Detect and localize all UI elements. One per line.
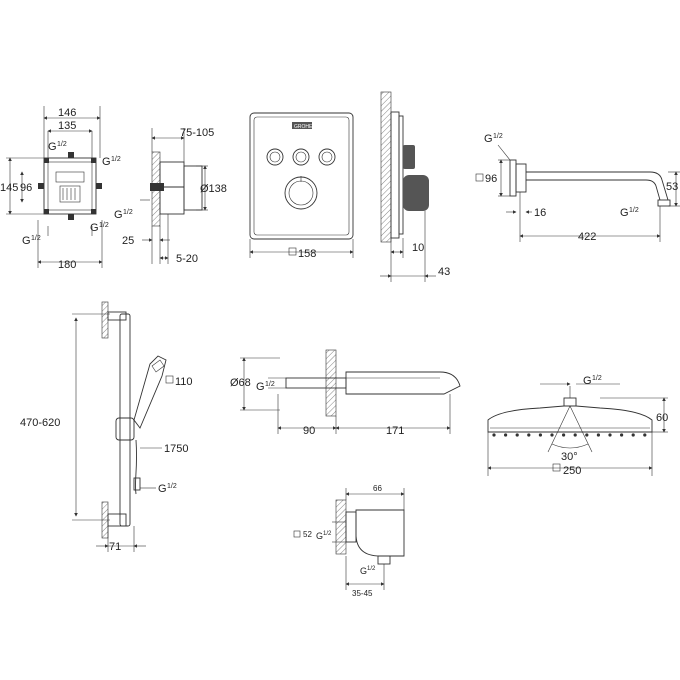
nozzle-dot <box>620 433 624 437</box>
bath-spout-view <box>240 349 461 434</box>
trim-side-dim-10: 10 <box>412 242 424 254</box>
valve-side-dim-depth: 75-105 <box>180 127 214 139</box>
nozzle-dot <box>573 433 577 437</box>
shower-rail-fraction: 1/2 <box>167 483 177 490</box>
nozzle-dot <box>643 433 647 437</box>
wall-outlet-thread-bottom: G <box>360 566 367 576</box>
nozzle-dot <box>596 433 601 437</box>
head-shower-dim-60: 60 <box>656 412 668 424</box>
nozzle-dot <box>538 433 543 437</box>
shower-arm-dim-53: 53 <box>666 181 678 193</box>
valve-side-thread: G <box>114 209 123 221</box>
shower-rail-dim-hose: 1750 <box>164 443 188 455</box>
head-shower-dim-250: 250 <box>563 465 581 477</box>
head-shower-nozzles <box>492 433 647 437</box>
valve-box-dim-width-inner: 135 <box>58 120 76 132</box>
trim-plate-logo: GROHE <box>294 124 313 130</box>
shower-arm-dim-422: 422 <box>578 231 596 243</box>
nozzle-dot <box>504 433 508 437</box>
wall-outlet-dim-66: 66 <box>373 484 382 493</box>
valve-box-dim-bottom-width: 180 <box>58 259 76 271</box>
valve-box-dim-height-inner: 96 <box>20 182 32 194</box>
shower-rail-thread: G <box>158 483 167 495</box>
shower-arm-thread-top: G <box>484 133 493 145</box>
valve-box-front <box>6 106 103 268</box>
head-shower-view <box>487 382 668 476</box>
wall-outlet-fraction-bottom: 1/2 <box>367 566 376 572</box>
shower-rail-dim-hand-shower: 110 <box>175 376 193 388</box>
shower-arm-dim-16: 16 <box>534 207 546 219</box>
valve-side-view <box>140 128 208 264</box>
valve-box-fraction-b: 1/2 <box>111 156 121 163</box>
bath-spout-dim-171: 171 <box>386 425 404 437</box>
shower-rail-view <box>72 301 174 552</box>
head-shower-fraction: 1/2 <box>592 375 602 382</box>
wall-outlet-view <box>293 488 405 590</box>
head-shower-dim-angle: 30° <box>561 451 578 463</box>
valve-box-dim-height-outer: 145 <box>0 182 18 194</box>
valve-side-fraction: 1/2 <box>123 209 133 216</box>
bath-spout-dim-90: 90 <box>303 425 315 437</box>
valve-side-dim-25: 25 <box>122 235 134 247</box>
bath-spout-fraction: 1/2 <box>265 381 275 388</box>
trim-plate-dim-size: 158 <box>298 248 316 260</box>
wall-outlet-fraction-side: 1/2 <box>323 531 332 537</box>
shower-arm-fraction-bottom: 1/2 <box>629 207 639 214</box>
nozzle-dot <box>527 433 531 437</box>
nozzle-dot <box>550 433 554 437</box>
nozzle-dot <box>631 433 635 437</box>
wall-outlet-dim-52: 52 <box>303 530 312 539</box>
shower-arm-view <box>475 144 680 242</box>
valve-box-dim-width-outer: 146 <box>58 107 76 119</box>
valve-box-thread-c: G <box>22 235 31 247</box>
valve-box-thread-a: G <box>48 141 57 153</box>
bath-spout-dim-diameter: Ø68 <box>230 377 251 389</box>
valve-side-dim-5-20: 5-20 <box>176 253 198 265</box>
valve-box-fraction-c: 1/2 <box>31 235 41 242</box>
valve-box-fraction-a: 1/2 <box>57 141 67 148</box>
shower-arm-thread-bottom: G <box>620 207 629 219</box>
nozzle-dot <box>608 433 612 437</box>
nozzle-dot <box>585 433 589 437</box>
head-shower-thread: G <box>583 375 592 387</box>
wall-outlet-thread-side: G <box>316 531 323 541</box>
valve-box-thread-d: G <box>90 222 99 234</box>
shower-rail-dim-height: 470-620 <box>20 417 60 429</box>
bath-spout-thread: G <box>256 381 265 393</box>
valve-box-fraction-d: 1/2 <box>99 222 109 229</box>
valve-box-thread-b: G <box>102 156 111 168</box>
shower-rail-dim-71: 71 <box>109 541 121 553</box>
wall-outlet-dim-35-45: 35-45 <box>352 589 373 598</box>
nozzle-dot <box>492 433 496 437</box>
shower-arm-dim-flange: 96 <box>485 173 497 185</box>
trim-side-dim-43: 43 <box>438 266 450 278</box>
valve-side-dim-diameter: Ø138 <box>200 183 227 195</box>
trim-side-view <box>380 91 436 282</box>
shower-arm-fraction-top: 1/2 <box>493 133 503 140</box>
nozzle-dot <box>562 433 566 437</box>
nozzle-dot <box>515 433 519 437</box>
trim-plate-front <box>249 112 354 258</box>
